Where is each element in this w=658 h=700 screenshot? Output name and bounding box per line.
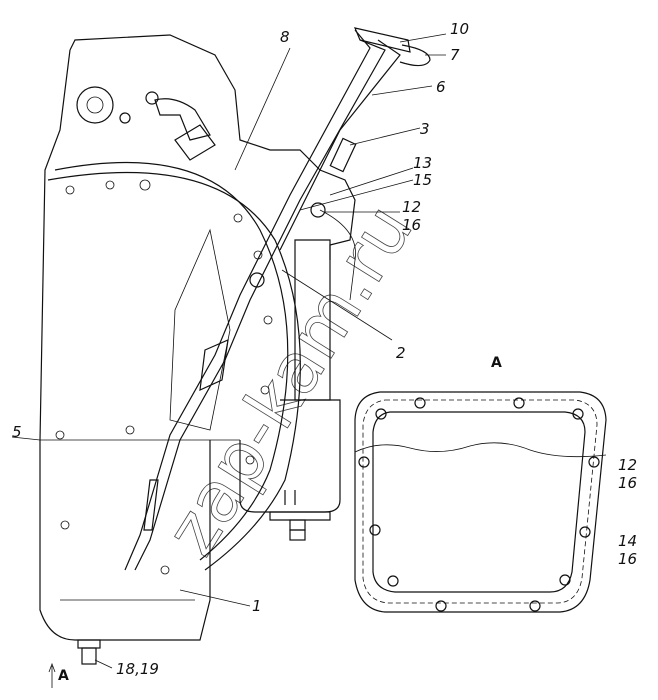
inset-view-a: A 12 16 14 16 [354, 355, 637, 613]
inset-callout-12: 12 [618, 456, 637, 474]
callout-5: 5 [12, 423, 22, 441]
drain-plug [77, 639, 101, 665]
callout-6: 6 [436, 78, 446, 96]
callout-10: 10 [450, 20, 469, 38]
callout-16: 16 [402, 216, 421, 234]
oil-filter [239, 209, 356, 541]
view-arrow-label: A [58, 668, 69, 684]
inset-callout-16a: 16 [618, 474, 637, 492]
callout-12: 12 [402, 198, 421, 216]
engine-block [39, 34, 356, 641]
callout-18-19: 18,19 [116, 660, 159, 678]
inset-callout-14: 14 [618, 532, 637, 550]
inset-callout-16b: 16 [618, 550, 637, 568]
dipstick-tube [124, 27, 431, 571]
callout-7: 7 [450, 46, 460, 64]
callout-13: 13 [413, 154, 432, 172]
callout-15: 15 [413, 171, 432, 189]
callout-1: 1 [252, 597, 262, 615]
callout-2: 2 [396, 344, 406, 362]
leader-lines [11, 33, 447, 688]
inset-title: A [491, 355, 502, 371]
callout-8: 8 [280, 28, 290, 46]
callout-3: 3 [420, 120, 430, 138]
